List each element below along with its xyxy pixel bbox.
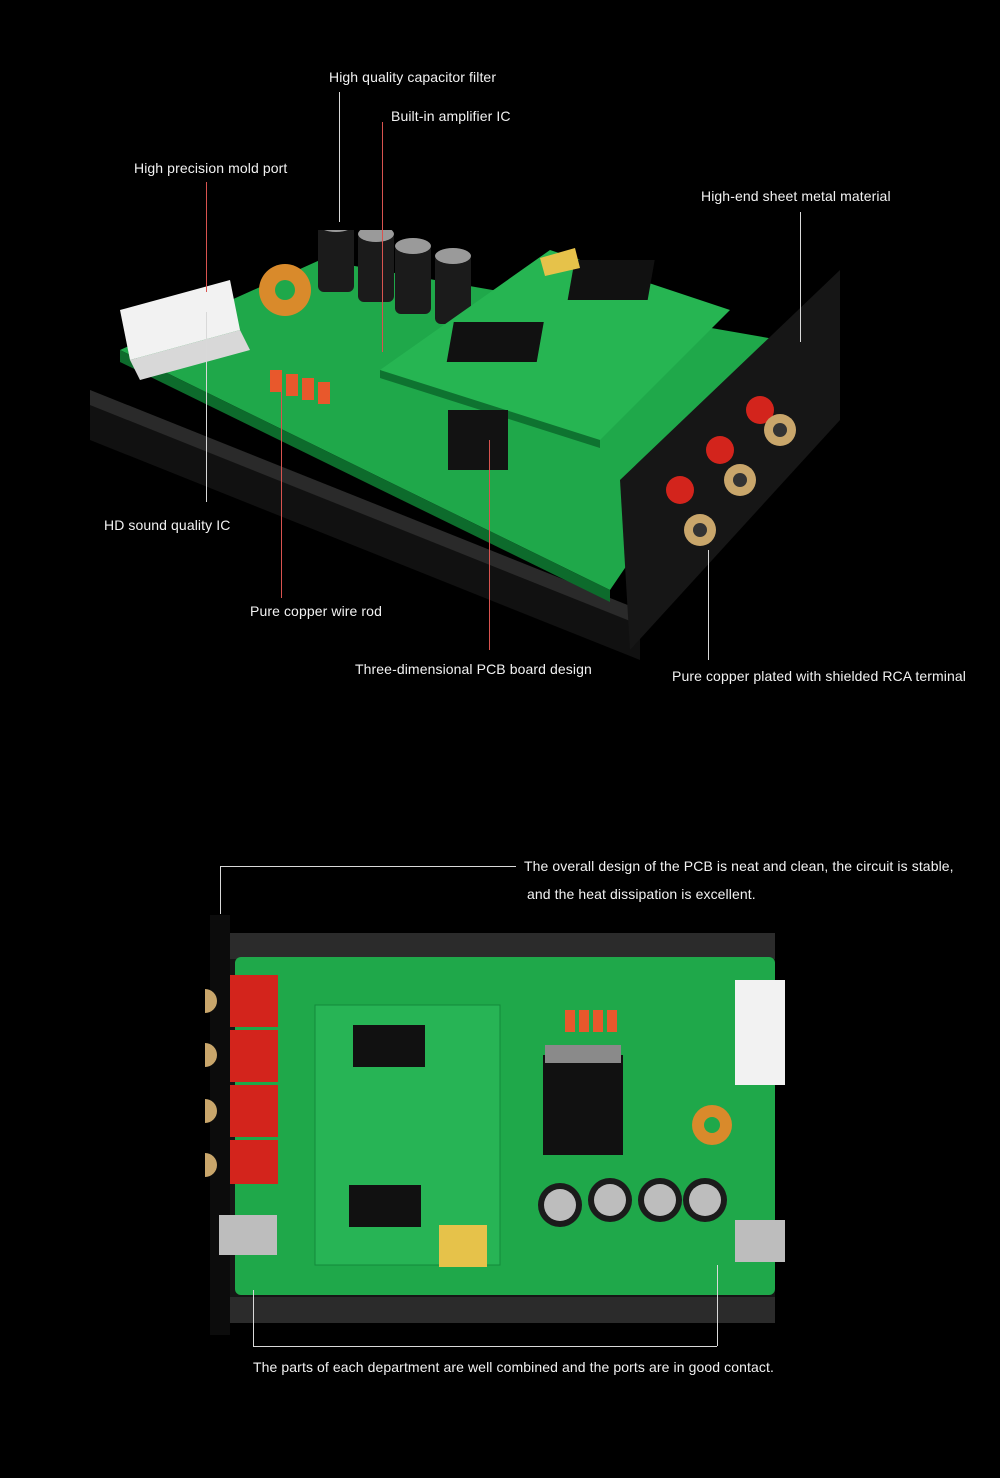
capacitors [318,230,471,324]
pin-header [448,410,508,470]
daughter-board [380,248,730,448]
usb-port [219,1215,277,1255]
amplifier-callout: Built-in amplifier IC [391,108,511,124]
rca-side-panel [620,270,840,650]
copper-rod-callout: Pure copper wire rod [250,603,382,619]
copper-rod-callout-line [281,390,282,598]
mold-port-callout: High precision mold port [134,160,288,176]
sheet-metal-callout: High-end sheet metal material [701,188,891,204]
parts-callout: The parts of each department are well co… [253,1359,774,1375]
overall-callout-line-h [220,866,516,867]
capacitor-callout-line [339,92,340,222]
amplifier-ic [543,1055,623,1155]
parts-callout-line-left [253,1290,254,1346]
white-connector [120,280,250,380]
bottom-resistors [565,1010,617,1032]
amplifier-board-angled-photo [90,230,840,660]
rca-callout-line [708,550,709,660]
bottom-usb-b [735,1220,785,1262]
bottom-capacitors [538,1178,727,1227]
rca-connectors [205,975,278,1184]
capacitor-callout: High quality capacitor filter [329,69,497,85]
pcb-3d-callout-line [489,440,490,650]
orange-resistors [270,370,330,404]
pcb-3d-callout: Three-dimensional PCB board design [355,661,592,677]
parts-callout-line-right [717,1265,718,1346]
parts-callout-line-h [253,1346,717,1347]
rca-callout: Pure copper plated with shielded RCA ter… [672,668,966,684]
overall-callout-line-v [220,866,221,914]
sheet-metal-callout-line [800,212,801,342]
hd-ic-callout-line [206,312,207,502]
overall-callout-line2: and the heat dissipation is excellent. [527,886,756,902]
bottom-white-connector [735,980,785,1085]
overall-callout-line1: The overall design of the PCB is neat an… [524,858,954,874]
amplifier-callout-line [382,122,383,352]
mold-port-callout-line [206,182,207,292]
amplifier-board-top-photo [205,915,785,1335]
hd-ic-callout: HD sound quality IC [104,517,231,533]
